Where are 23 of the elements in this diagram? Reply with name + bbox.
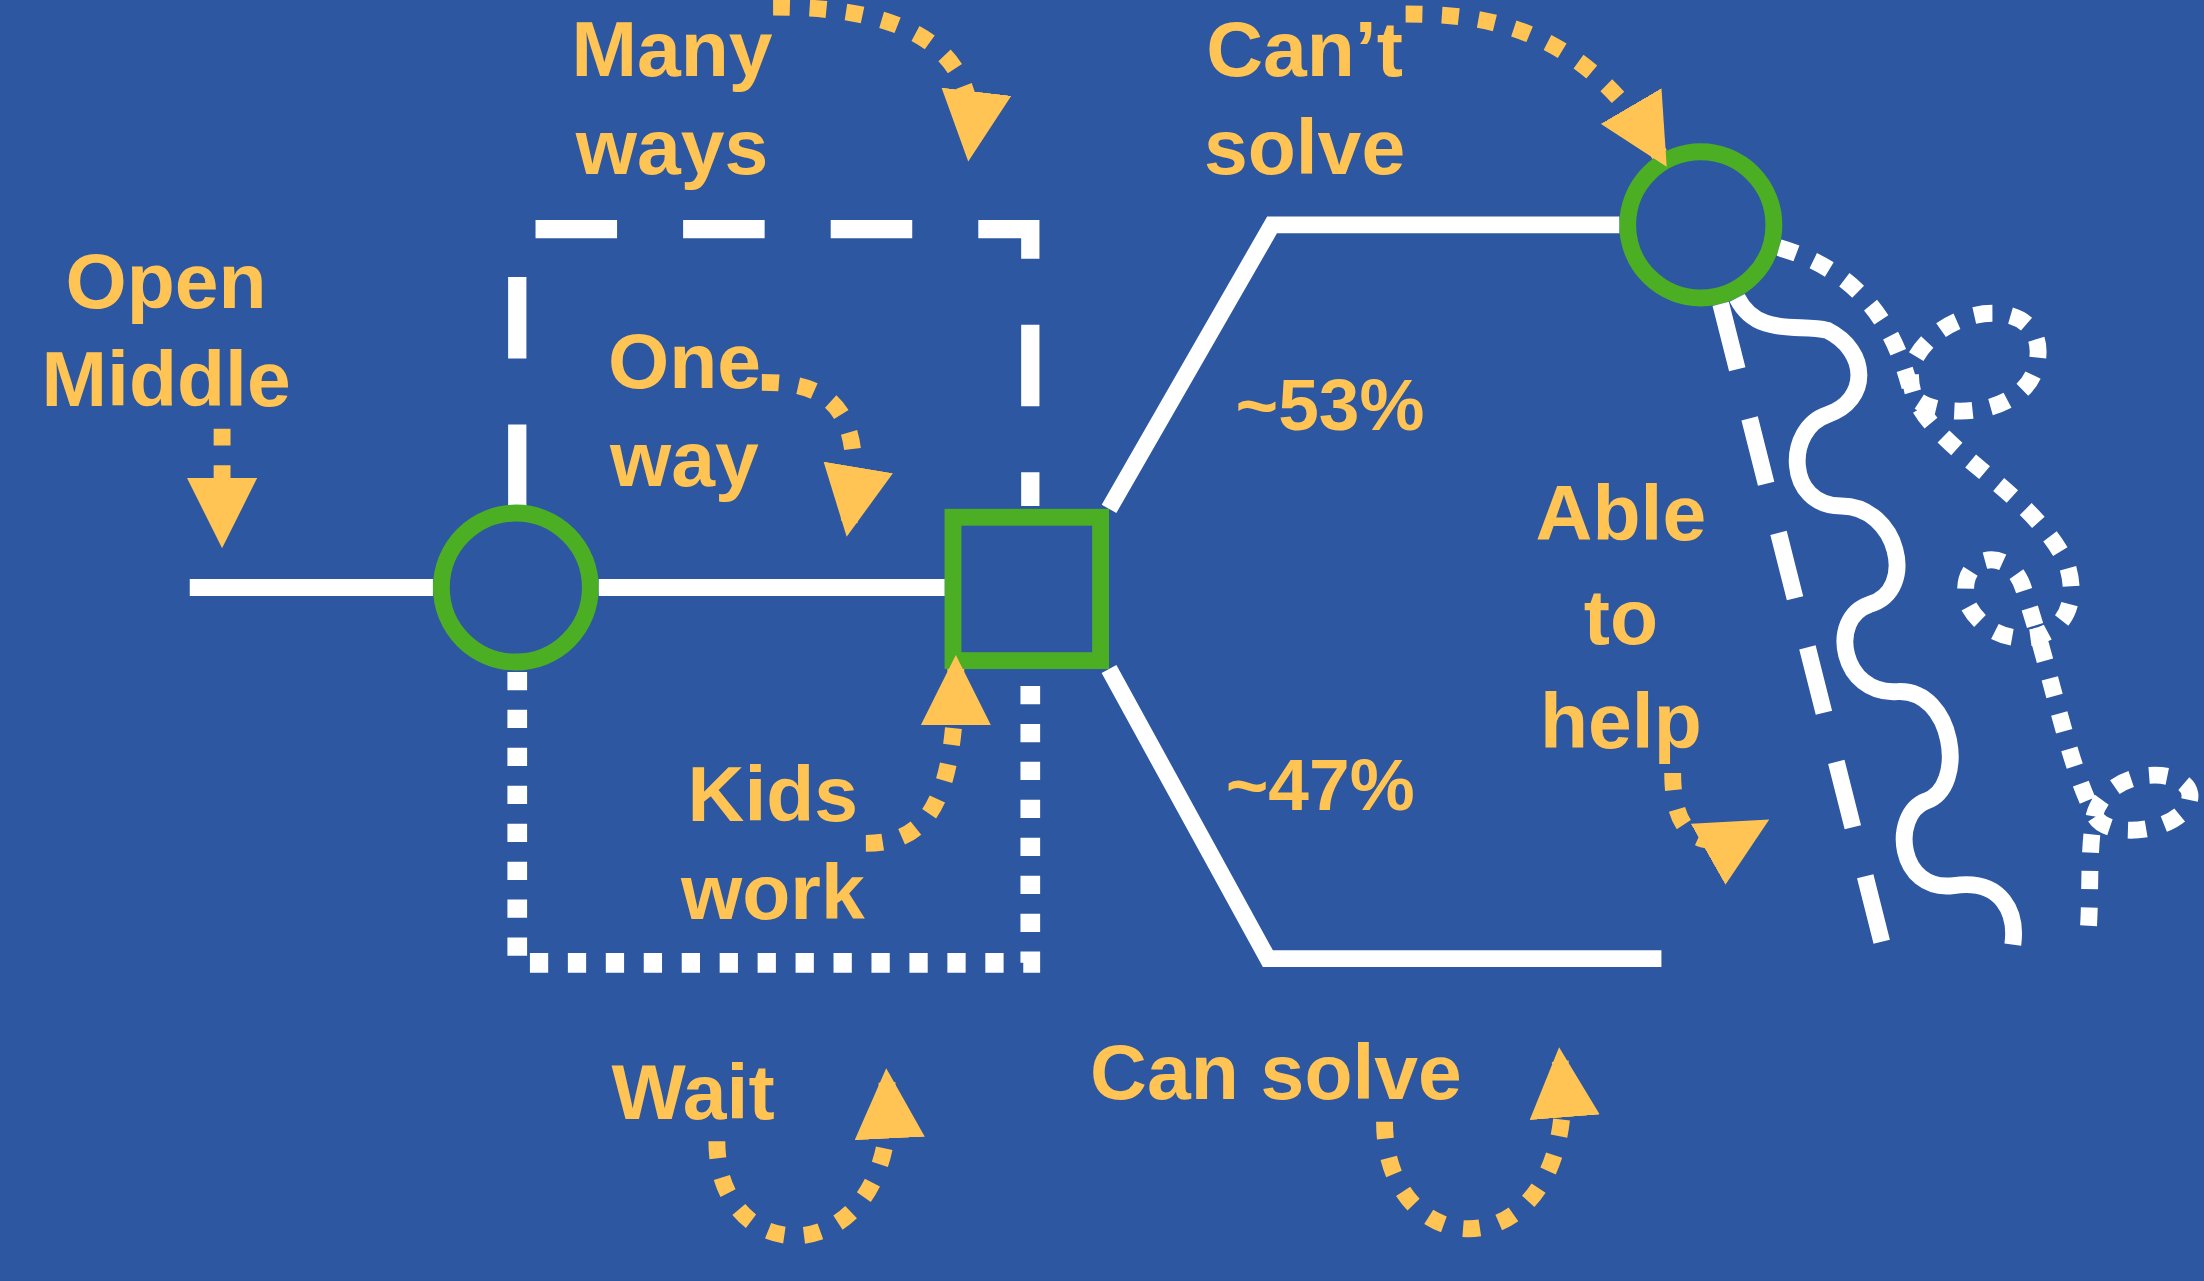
dotted-arrow bbox=[761, 373, 892, 537]
dotted-arrow bbox=[186, 428, 258, 549]
dotted-arrow bbox=[1376, 1047, 1600, 1237]
dotted-arrow bbox=[1405, 5, 1668, 167]
caption-text: Can’t solve bbox=[1203, 0, 1406, 197]
caption-text: Wait bbox=[611, 1042, 775, 1142]
dotted-arrow bbox=[708, 1068, 925, 1244]
circle-node bbox=[1619, 143, 1783, 307]
path-line bbox=[1101, 665, 1662, 968]
caption-text: Many ways bbox=[571, 0, 773, 197]
square-node bbox=[944, 508, 1109, 670]
path-line bbox=[598, 579, 945, 596]
path-line bbox=[189, 579, 433, 596]
caption-text: One way bbox=[607, 312, 761, 509]
caption-text: Open Middle bbox=[41, 231, 291, 429]
caption-text: Kids work bbox=[681, 744, 865, 942]
dotted-arrow bbox=[1664, 772, 1770, 884]
dotted-arrow bbox=[865, 655, 990, 852]
path-line bbox=[1101, 216, 1620, 514]
caption-text: Can solve bbox=[1090, 1023, 1462, 1122]
path-line bbox=[1730, 293, 2022, 946]
caption-text: Able to help bbox=[1535, 461, 1707, 774]
circle-node bbox=[432, 504, 599, 671]
